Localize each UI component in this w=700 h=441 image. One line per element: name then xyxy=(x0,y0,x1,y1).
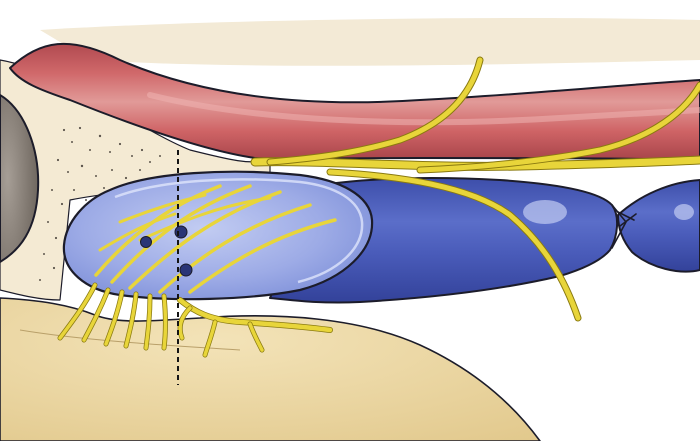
vein-distal-segment xyxy=(617,179,700,273)
artery-highlight xyxy=(147,92,700,126)
ligature-icon xyxy=(611,204,637,249)
vessel-dot-icon xyxy=(179,263,193,277)
nerve-bundle-upper xyxy=(250,56,700,322)
upper-bone-region xyxy=(40,18,700,66)
vessel-dot-icon xyxy=(140,236,152,248)
vein-distal-highlight xyxy=(674,204,694,220)
nerve-rootlets xyxy=(57,282,333,358)
lower-bone-mass xyxy=(0,297,541,441)
vessel-dot-icon xyxy=(174,225,188,239)
nerve-fibers-section xyxy=(94,184,337,294)
vein-cross-section xyxy=(62,170,374,301)
vein-highlight xyxy=(523,200,567,224)
cavity xyxy=(0,94,40,263)
lower-bone-contour xyxy=(19,329,241,351)
vein-section-inner-edge xyxy=(114,178,364,284)
